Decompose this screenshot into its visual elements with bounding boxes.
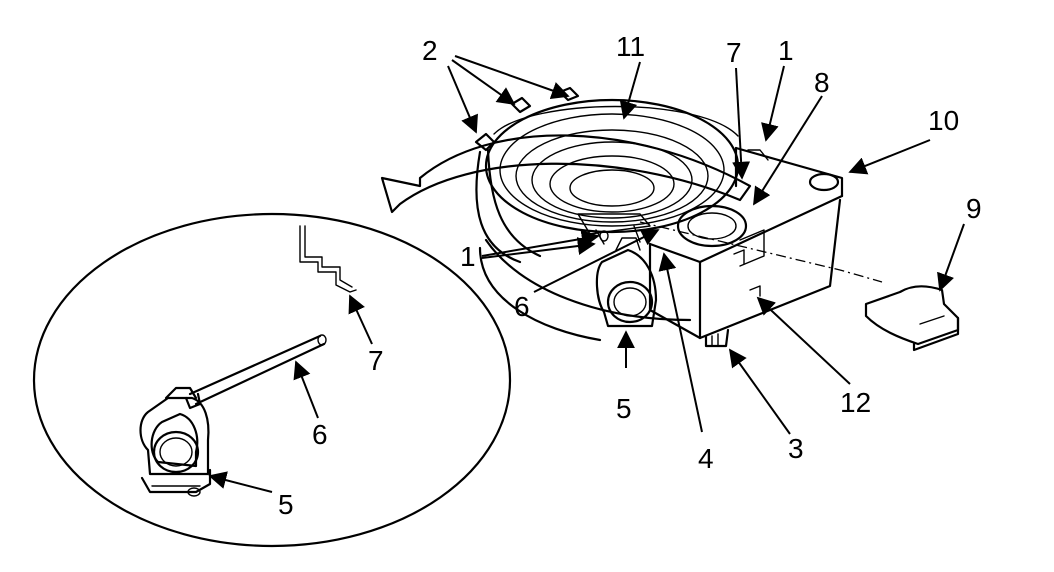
label-7-detail: 7 bbox=[368, 345, 384, 376]
assembly-centerline bbox=[639, 221, 883, 283]
cover-plate bbox=[864, 285, 960, 352]
label-1-left: 1 bbox=[460, 241, 476, 272]
curved-pointer-arrow bbox=[380, 134, 752, 214]
front-lens-holder bbox=[595, 237, 658, 328]
label-7-top: 7 bbox=[726, 37, 742, 68]
part-labels: 2 11 7 1 8 10 9 1 6 5 4 3 12 7 6 5 bbox=[278, 31, 982, 520]
label-8: 8 bbox=[814, 67, 830, 98]
label-9: 9 bbox=[966, 193, 982, 224]
leader-lines bbox=[208, 55, 965, 493]
label-6-detail: 6 bbox=[312, 419, 328, 450]
label-4: 4 bbox=[698, 443, 714, 474]
label-6-main: 6 bbox=[514, 291, 530, 322]
detail-circle bbox=[32, 212, 512, 548]
rectangular-body bbox=[648, 146, 844, 348]
label-1-top: 1 bbox=[778, 35, 794, 66]
label-5-detail: 5 bbox=[278, 489, 294, 520]
label-3: 3 bbox=[788, 433, 804, 464]
detail-pin-7 bbox=[299, 225, 357, 293]
label-10: 10 bbox=[928, 105, 959, 136]
label-5-main: 5 bbox=[616, 393, 632, 424]
label-12: 12 bbox=[840, 387, 871, 418]
detail-lens-holder bbox=[139, 334, 327, 497]
round-housing bbox=[474, 86, 740, 342]
label-11: 11 bbox=[616, 31, 645, 62]
detail-inset bbox=[32, 212, 512, 548]
label-2: 2 bbox=[422, 35, 438, 66]
main-assembly bbox=[474, 86, 883, 348]
